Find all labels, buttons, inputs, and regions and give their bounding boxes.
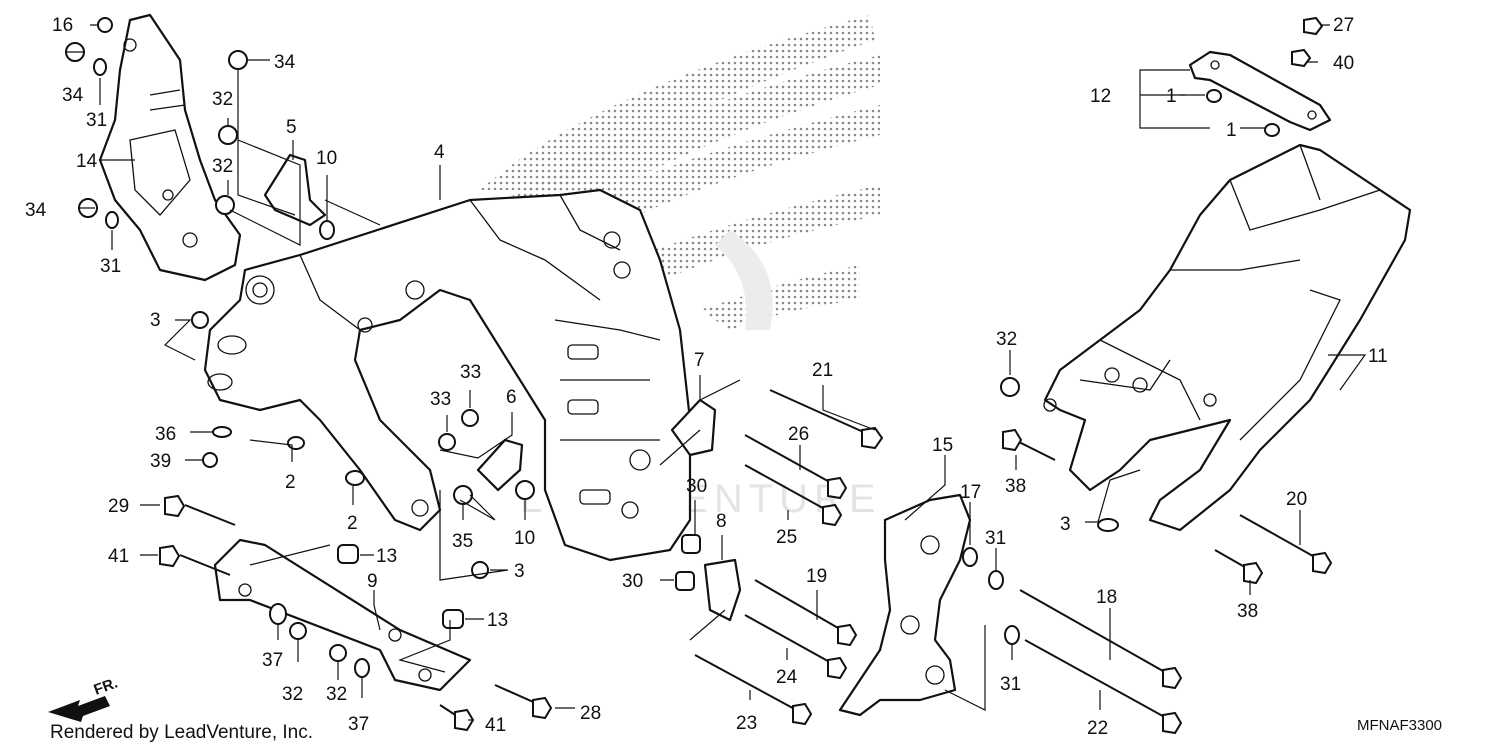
- callout-label: 33: [460, 362, 481, 383]
- callout-label: 6: [506, 387, 517, 408]
- callout-label: 35: [452, 531, 473, 552]
- callout-label: 32: [996, 329, 1017, 350]
- callout-label: 21: [812, 360, 833, 381]
- callout-label: 32: [212, 156, 233, 177]
- callout-label: 4: [434, 142, 445, 163]
- callout-label: 39: [150, 451, 171, 472]
- callout-label: 5: [286, 117, 297, 138]
- callout-label: 22: [1087, 718, 1108, 739]
- callout-label: 25: [776, 527, 797, 548]
- callout-label: 27: [1333, 15, 1354, 36]
- callout-label: 32: [282, 684, 303, 705]
- callout-label: 30: [686, 476, 707, 497]
- bracket-part-15: [838, 493, 972, 717]
- callout-label: 37: [348, 714, 369, 735]
- callout-label: 32: [212, 89, 233, 110]
- bracket-part-9: [213, 538, 472, 692]
- callout-label: 10: [514, 528, 535, 549]
- callout-label: 31: [985, 528, 1006, 549]
- diagram-code-text: MFNAF3300: [1357, 717, 1442, 734]
- callout-label: 33: [430, 389, 451, 410]
- callout-label: 36: [155, 424, 176, 445]
- callout-label: 2: [347, 513, 358, 534]
- callout-label: 41: [108, 546, 129, 567]
- callout-label: 30: [622, 571, 643, 592]
- callout-label: 17: [960, 482, 981, 503]
- callout-label: 19: [806, 566, 827, 587]
- render-credit-text: Rendered by LeadVenture, Inc.: [50, 722, 313, 743]
- callout-label: 24: [776, 667, 798, 688]
- callout-label: 8: [716, 511, 727, 532]
- callout-labels: 16 34 31 14 34 31 34 32 32 5 10 4 3 36 3…: [25, 15, 1388, 739]
- callout-label: 12: [1090, 86, 1111, 107]
- small-brackets: [263, 153, 742, 622]
- wing-logo-icon: [480, 15, 880, 330]
- callout-label: 16: [52, 15, 73, 36]
- callout-label: 38: [1237, 601, 1258, 622]
- callout-label: 23: [736, 713, 757, 734]
- long-bolts: [179, 389, 1321, 721]
- callout-label: 38: [1005, 476, 1026, 497]
- callout-label: 31: [1000, 674, 1021, 695]
- callout-label: 3: [150, 310, 161, 331]
- callout-label: 20: [1286, 489, 1307, 510]
- callout-label: 31: [100, 256, 121, 277]
- callout-label: 14: [76, 151, 98, 172]
- callout-label: 3: [1060, 514, 1071, 535]
- bracket-part-12: [1188, 50, 1332, 132]
- callout-label: 29: [108, 496, 129, 517]
- callout-label: 1: [1226, 120, 1237, 141]
- callout-label: 37: [262, 650, 283, 671]
- callout-label: 32: [326, 684, 347, 705]
- leader-lines: [67, 24, 1367, 721]
- callout-label: 34: [62, 85, 84, 106]
- rear-subframe-part-11: [1043, 143, 1412, 532]
- front-marker-text: FR.: [92, 675, 121, 699]
- bracket-part-14: [98, 13, 242, 282]
- callout-label: 1: [1166, 86, 1177, 107]
- callout-label: 28: [580, 703, 601, 724]
- callout-label: 7: [694, 350, 705, 371]
- callout-label: 31: [86, 110, 107, 131]
- callout-label: 9: [367, 571, 378, 592]
- callout-label: 10: [316, 148, 337, 169]
- callout-label: 26: [788, 424, 809, 445]
- front-arrow-icon: FR.: [48, 675, 120, 722]
- nuts-and-collars: [65, 17, 1280, 678]
- callout-label: 13: [376, 546, 397, 567]
- callout-label: 34: [274, 52, 296, 73]
- main-frame-part-4: [203, 188, 692, 562]
- callout-label: 41: [485, 715, 506, 736]
- callout-label: 15: [932, 435, 953, 456]
- callout-label: 18: [1096, 587, 1117, 608]
- callout-label: 11: [1368, 346, 1388, 367]
- callout-label: 3: [514, 561, 525, 582]
- callout-label: 40: [1333, 53, 1354, 74]
- bolt-heads: [159, 16, 1333, 735]
- callout-label: 2: [285, 472, 296, 493]
- callout-label: 34: [25, 200, 47, 221]
- callout-label: 13: [487, 610, 508, 631]
